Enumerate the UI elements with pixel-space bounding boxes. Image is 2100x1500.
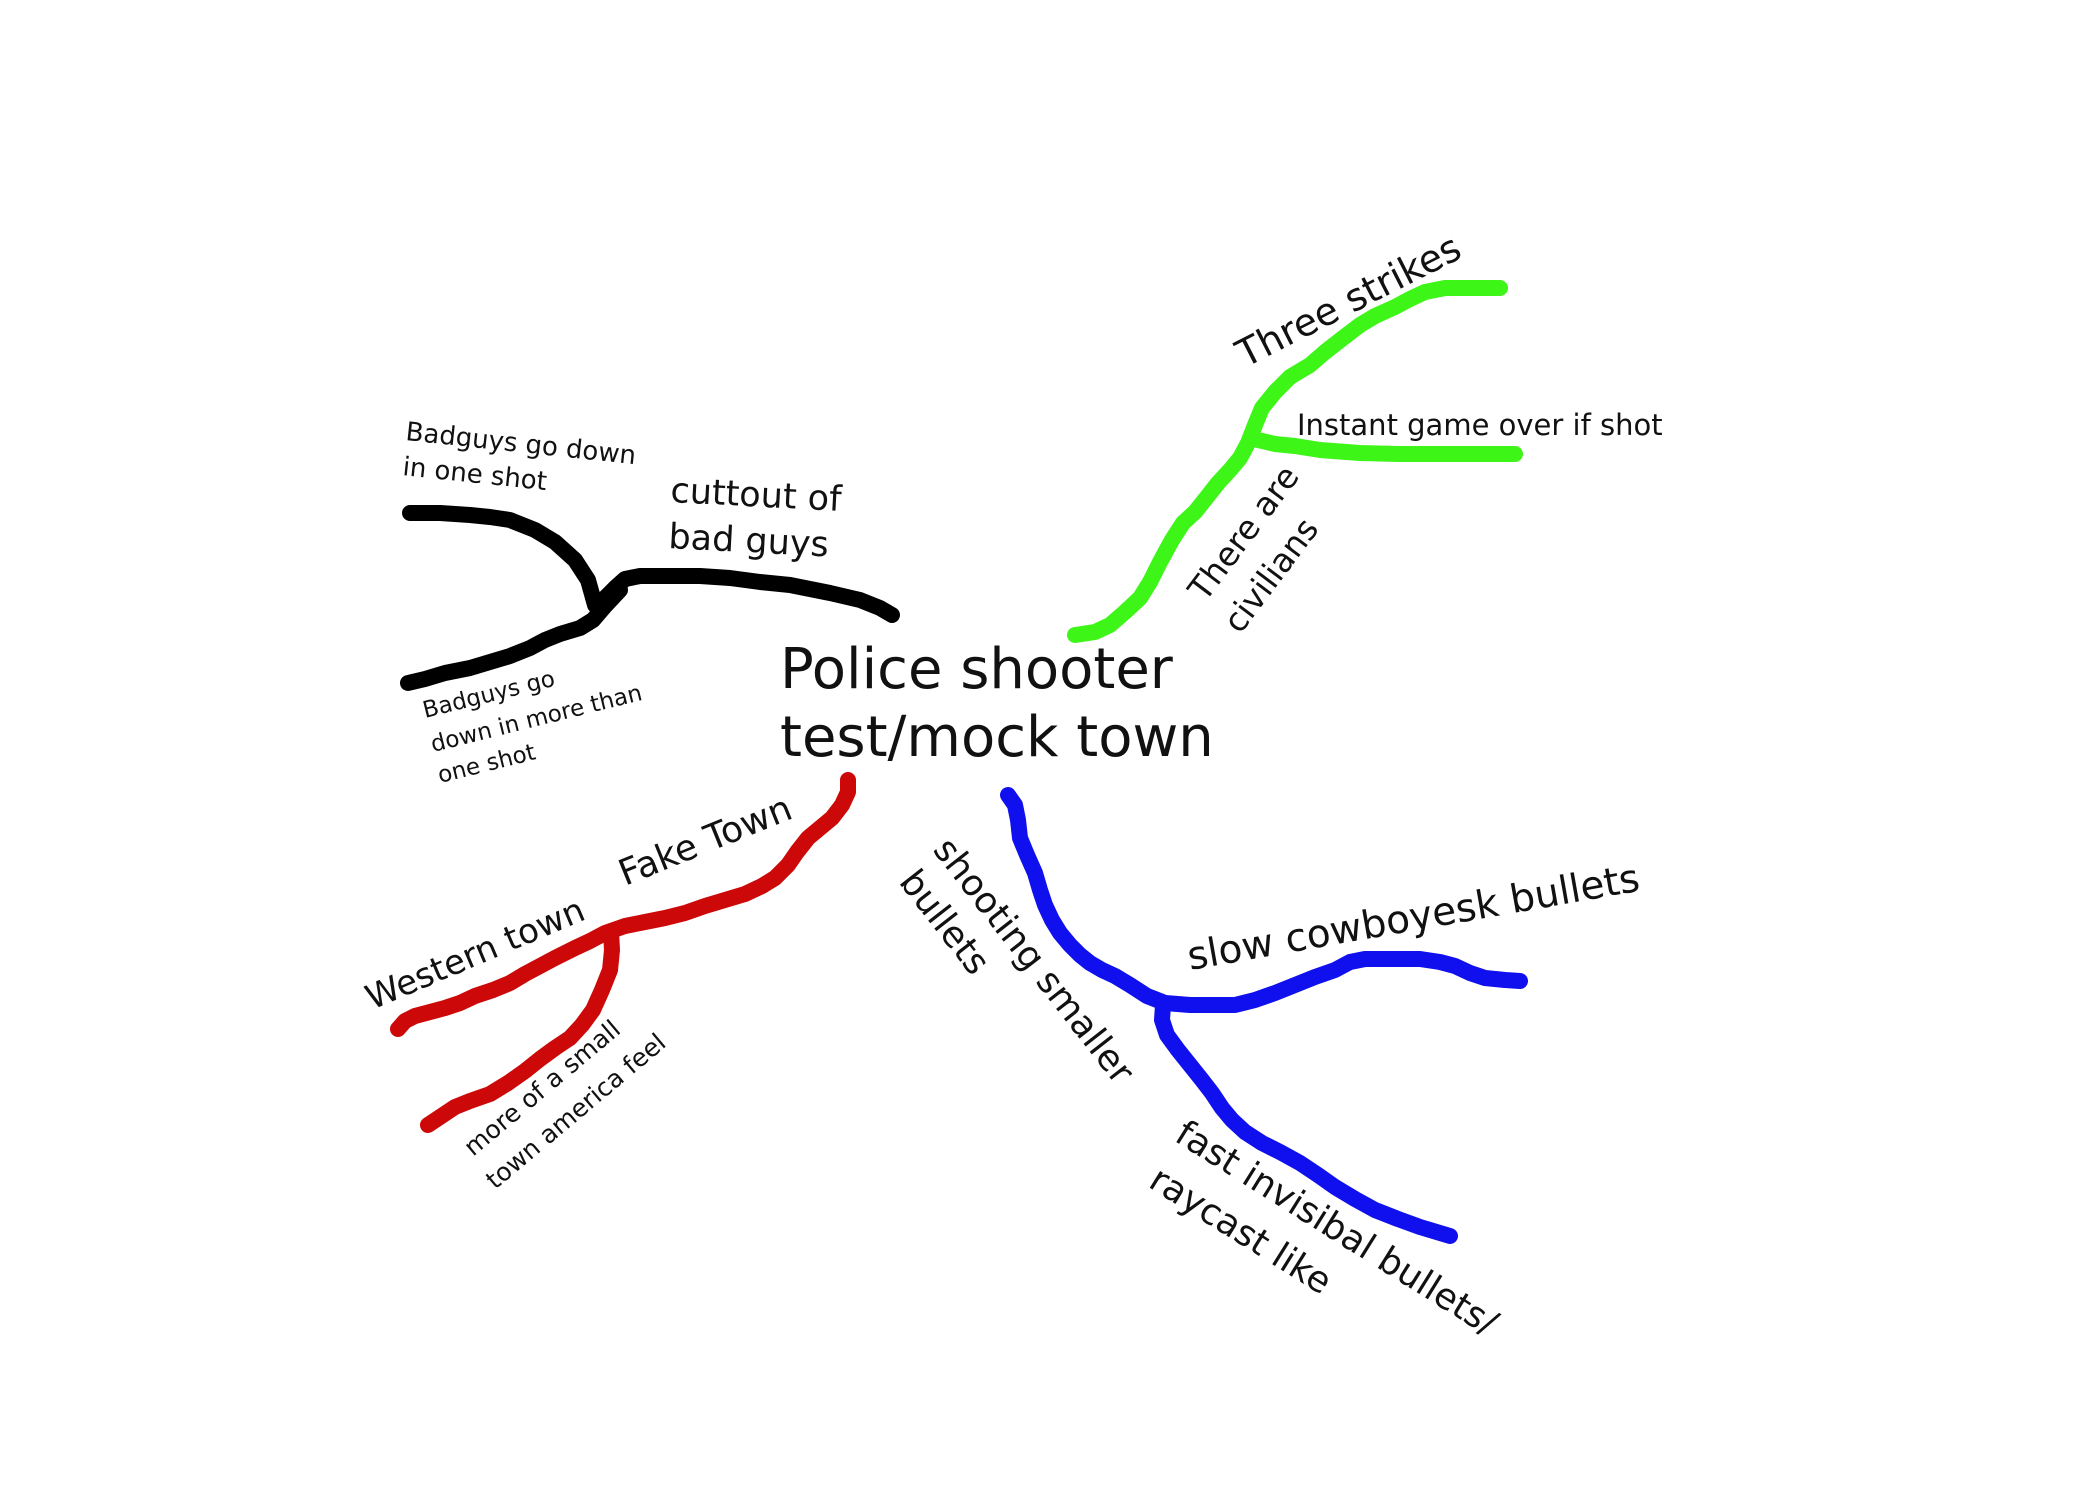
branch-green: Three strikes Instant game over if shot … xyxy=(1067,225,1663,643)
black-main-label-line2: bad guys xyxy=(668,517,830,565)
red-sub-stroke xyxy=(420,924,620,1133)
center-title-line1: Police shooter xyxy=(780,637,1174,702)
green-sub-stroke xyxy=(1250,432,1523,462)
green-main-label: Three strikes xyxy=(1228,225,1468,376)
black-sub-stroke xyxy=(400,582,628,691)
center-title-line2: test/mock town xyxy=(780,705,1214,770)
black-main-label-line1: cuttout of xyxy=(670,471,844,520)
branch-blue: shooting smaller bullets slow cowboyesk … xyxy=(891,787,1643,1345)
red-main-stroke xyxy=(390,772,856,1037)
green-main-stroke xyxy=(1067,280,1508,643)
blue-main-stroke xyxy=(1000,787,1528,1013)
blue-sub-stroke xyxy=(1154,997,1458,1244)
green-sub1-label: Instant game over if shot xyxy=(1297,408,1663,442)
branch-red: Fake Town Western town more of a small t… xyxy=(360,772,856,1195)
